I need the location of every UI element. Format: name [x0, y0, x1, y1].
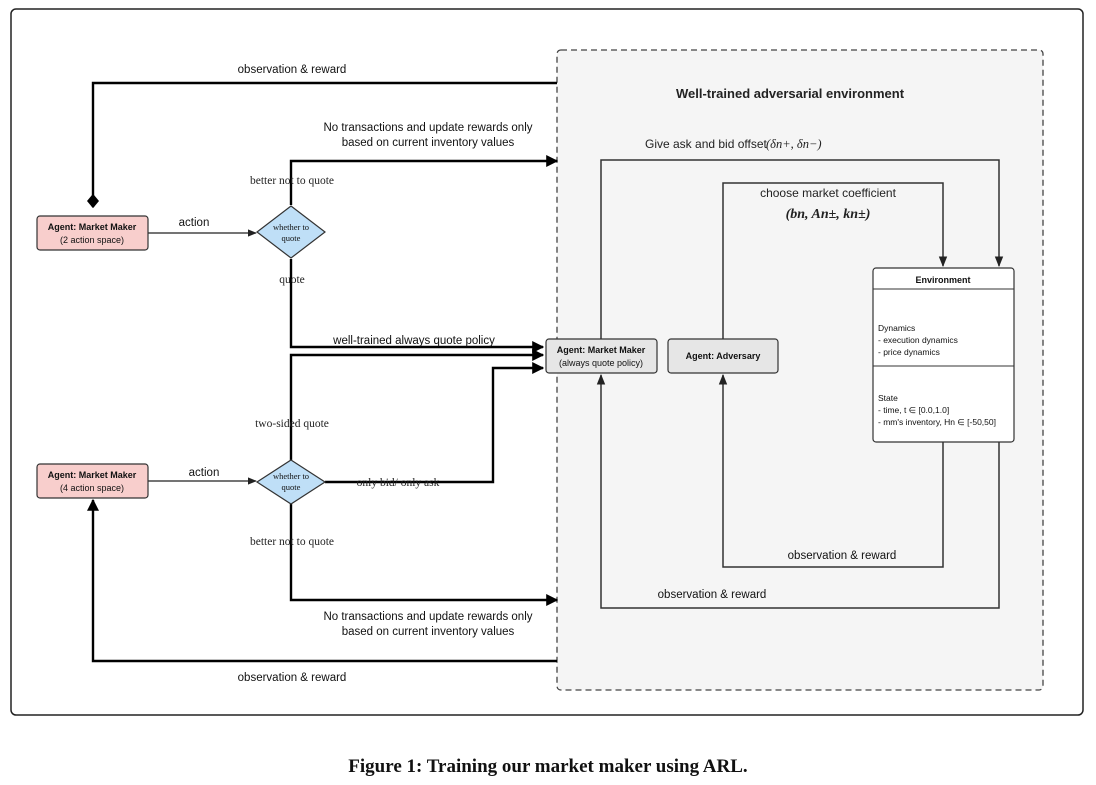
decision-top-line1: whether to: [273, 222, 309, 232]
edge-better-not-bottom: [289, 504, 559, 606]
mm-quote-subtitle: (always quote policy): [559, 358, 643, 368]
decision-whether-to-quote-bottom: whether to quote: [255, 459, 327, 505]
env-dynamics-0: Dynamics: [878, 323, 915, 333]
label-give-offset-math: (δn+, δn−): [766, 137, 822, 151]
env-state-1: - time, t ∈ [0.0,1.0]: [878, 405, 949, 415]
environment-title: Environment: [915, 275, 970, 285]
label-only-bid-ask: only bid/ only ask: [357, 477, 440, 489]
mm-quote-title: Agent: Market Maker: [557, 345, 646, 355]
edge-only-bid-ask: [325, 362, 545, 484]
label-give-offset: Give ask and bid offset: [645, 137, 768, 151]
label-quote: quote: [279, 274, 305, 286]
mm4-title: Agent: Market Maker: [48, 470, 137, 480]
figure-caption: Figure 1: Training our market maker usin…: [348, 756, 748, 777]
edge-obs-reward-adversary: [718, 373, 944, 568]
agent-market-maker-always-quote: Agent: Market Maker (always quote policy…: [545, 338, 658, 374]
env-state-0: State: [878, 393, 898, 403]
edge-give-offset: [600, 159, 1004, 340]
label-action-top: action: [179, 217, 210, 229]
label-no-trans-top-2: based on current inventory values: [342, 137, 515, 149]
decision-whether-to-quote-top: whether to quote: [256, 205, 326, 259]
agent-market-maker-2-action: Agent: Market Maker (2 action space): [36, 215, 149, 251]
label-obs-reward-adversary: observation & reward: [788, 550, 897, 562]
label-obs-reward-top: observation & reward: [238, 64, 347, 76]
edge-choose-coeff: [722, 182, 948, 340]
label-better-not-top: better not to quote: [250, 175, 334, 187]
environment-box: Environment Dynamics - execution dynamic…: [872, 267, 1015, 443]
label-choose-coeff-math: (bn, An±, kn±): [786, 207, 871, 222]
env-dynamics-2: - price dynamics: [878, 347, 940, 357]
decision-top-line2: quote: [282, 233, 301, 243]
label-action-bottom: action: [189, 467, 220, 479]
decision-bottom-line2: quote: [282, 482, 301, 492]
mm2-title: Agent: Market Maker: [48, 222, 137, 232]
edge-obs-reward-env: [596, 373, 1000, 609]
env-panel-title: Well-trained adversarial environment: [676, 86, 905, 101]
label-two-sided: two-sided quote: [255, 418, 329, 430]
label-no-trans-top-1: No transactions and update rewards only: [323, 122, 532, 134]
edge-obs-reward-top: [87, 81, 557, 209]
label-choose-coeff: choose market coefficient: [760, 186, 897, 200]
edge-better-not-top: [289, 155, 559, 205]
label-better-not-bottom: better not to quote: [250, 536, 334, 548]
agent-market-maker-4-action: Agent: Market Maker (4 action space): [36, 463, 149, 499]
label-well-trained: well-trained always quote policy: [332, 335, 495, 347]
label-no-trans-bottom-1: No transactions and update rewards only: [323, 611, 532, 623]
env-dynamics-1: - execution dynamics: [878, 335, 958, 345]
label-no-trans-bottom-2: based on current inventory values: [342, 626, 515, 638]
adversary-title: Agent: Adversary: [686, 351, 761, 361]
edge-obs-reward-bottom: [87, 498, 557, 663]
mm4-subtitle: (4 action space): [60, 483, 124, 493]
label-obs-reward-env: observation & reward: [658, 589, 767, 601]
give-offset-text: Give ask and bid offset: [645, 137, 768, 151]
label-obs-reward-bottom: observation & reward: [238, 672, 347, 684]
agent-adversary: Agent: Adversary: [667, 338, 779, 374]
env-state-2: - mm's inventory, Hn ∈ [-50,50]: [878, 417, 996, 427]
decision-bottom-line1: whether to: [273, 471, 309, 481]
edge-quote: [289, 259, 545, 353]
edge-two-sided: [289, 349, 545, 460]
mm2-subtitle: (2 action space): [60, 235, 124, 245]
